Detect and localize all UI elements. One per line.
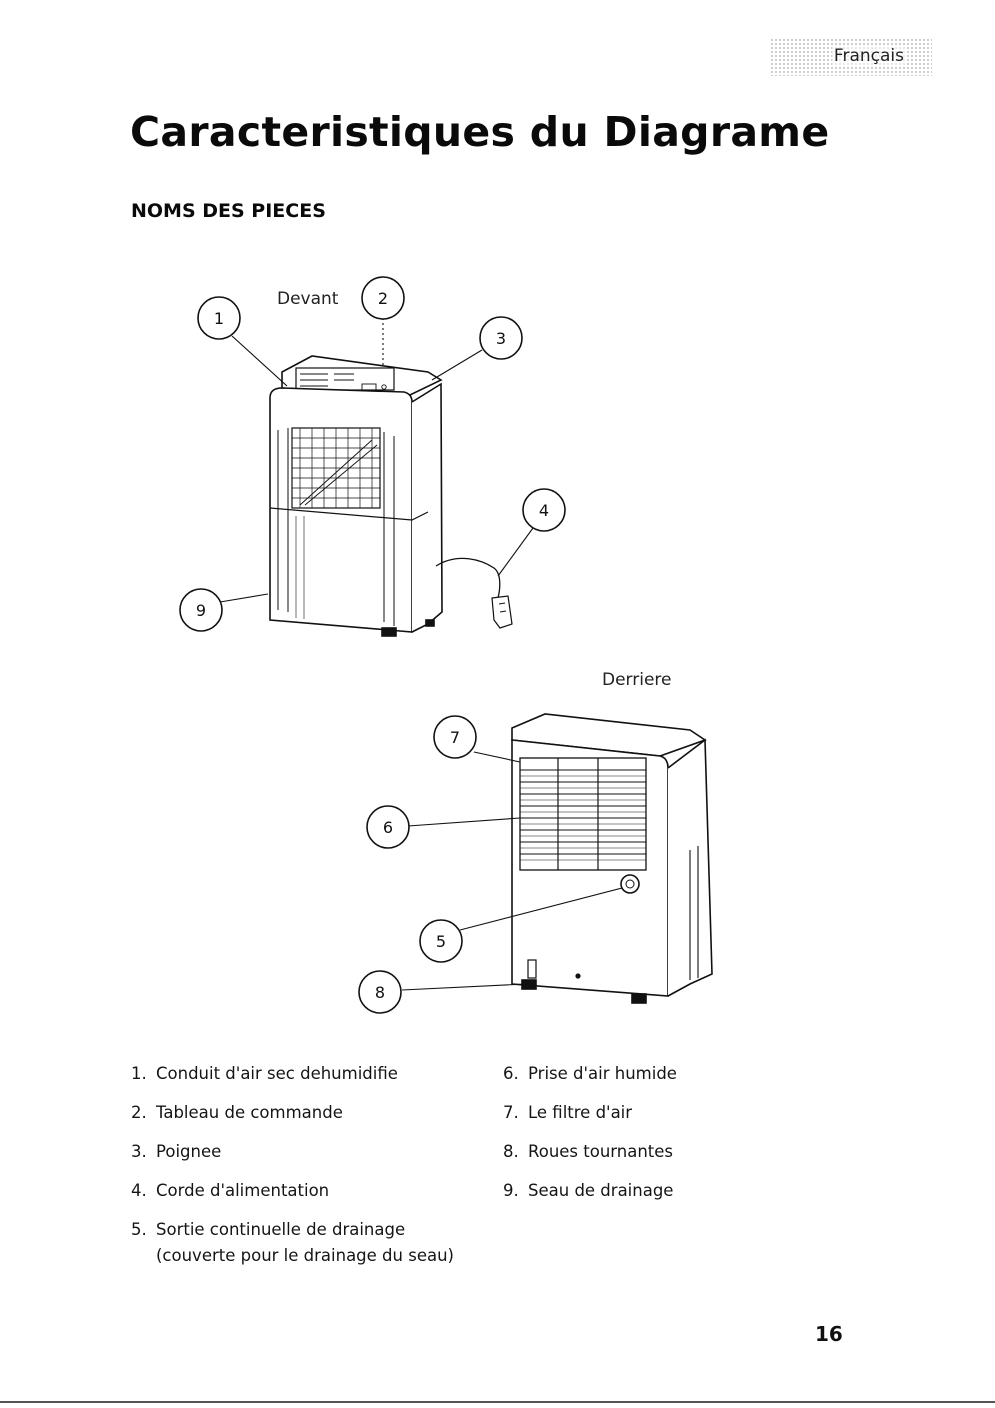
parts-list-left: 1. Conduit d'air sec dehumidifie 2. Tablea… [131, 1064, 454, 1265]
front-view-label: Devant [277, 289, 339, 309]
callout-3-number: 3 [496, 329, 506, 348]
part-name: Tableau de commande [156, 1103, 343, 1122]
page-number: 16 [815, 1322, 843, 1346]
callout-4-number: 4 [539, 501, 549, 520]
part-name: Sortie continuelle de drainage [156, 1220, 406, 1239]
callout-9: 9 [179, 588, 223, 632]
list-item: 2. Tableau de commande [131, 1103, 405, 1142]
callout-1: 1 [197, 296, 241, 340]
part-number: 1. [131, 1064, 147, 1083]
part-number: 2. [131, 1103, 147, 1122]
callout-9-number: 9 [196, 601, 206, 620]
list-item: 9. Seau de drainage [503, 1181, 677, 1220]
part-name: Prise d'air humide [528, 1064, 677, 1083]
part-name: Corde d'alimentation [156, 1181, 330, 1200]
part-number: 3. [131, 1142, 147, 1161]
part-name: Seau de drainage [528, 1181, 674, 1200]
front-dehumidifier-illustration [269, 355, 513, 637]
part-number: 9. [503, 1181, 519, 1200]
callout-7-number: 7 [450, 728, 460, 747]
bottom-rule [0, 1401, 995, 1403]
page-title: Caracteristiques du Diagrame [130, 108, 830, 156]
callout-8: 8 [358, 970, 402, 1014]
part-number: 7. [503, 1103, 519, 1122]
callout-1-number: 1 [214, 309, 224, 328]
list-item: 1. Conduit d'air sec dehumidifie [131, 1064, 405, 1103]
parts-diagram: 1 2 3 4 5 6 7 8 9 [179, 276, 713, 1014]
section-heading: NOMS DES PIECES [131, 200, 326, 222]
part-note: (couverte pour le drainage du seau) [156, 1246, 454, 1265]
list-item: 4. Corde d'alimentation [131, 1181, 405, 1220]
part-name: Le filtre d'air [528, 1103, 633, 1122]
callout-5-number: 5 [436, 932, 446, 951]
callout-4: 4 [522, 488, 566, 532]
part-name: Conduit d'air sec dehumidifie [156, 1064, 398, 1083]
part-name: Roues tournantes [528, 1142, 674, 1161]
control-panel [295, 367, 395, 392]
callout-2-number: 2 [378, 289, 388, 308]
part-number: 6. [503, 1064, 519, 1083]
list-item: 3. Poignee [131, 1142, 405, 1181]
callout-6: 6 [366, 805, 410, 849]
language-tab: Français [770, 38, 932, 76]
list-item: 5. Sortie continuelle de drainage (couvert… [131, 1220, 454, 1265]
callout-8-number: 8 [375, 983, 385, 1002]
air-filter-grille [519, 757, 647, 871]
part-name: Poignee [156, 1142, 222, 1161]
part-number: 5. [131, 1220, 147, 1239]
callout-leaders [219, 318, 623, 991]
callout-7: 7 [433, 715, 477, 759]
language-label: Français [831, 46, 906, 66]
list-item: 8. Roues tournantes [503, 1142, 677, 1181]
part-number: 8. [503, 1142, 519, 1161]
rear-dehumidifier-illustration [511, 713, 713, 1004]
list-item: 6. Prise d'air humide [503, 1064, 677, 1103]
part-number: 4. [131, 1181, 147, 1200]
callout-5: 5 [419, 919, 463, 963]
callout-2: 2 [361, 276, 405, 320]
list-item: 7. Le filtre d'air [503, 1103, 677, 1142]
parts-list-right: 6. Prise d'air humide 7. Le filtre d'air 8… [503, 1064, 677, 1220]
rear-view-label: Derriere [602, 670, 672, 690]
callout-6-number: 6 [383, 818, 393, 837]
callout-3: 3 [479, 316, 523, 360]
